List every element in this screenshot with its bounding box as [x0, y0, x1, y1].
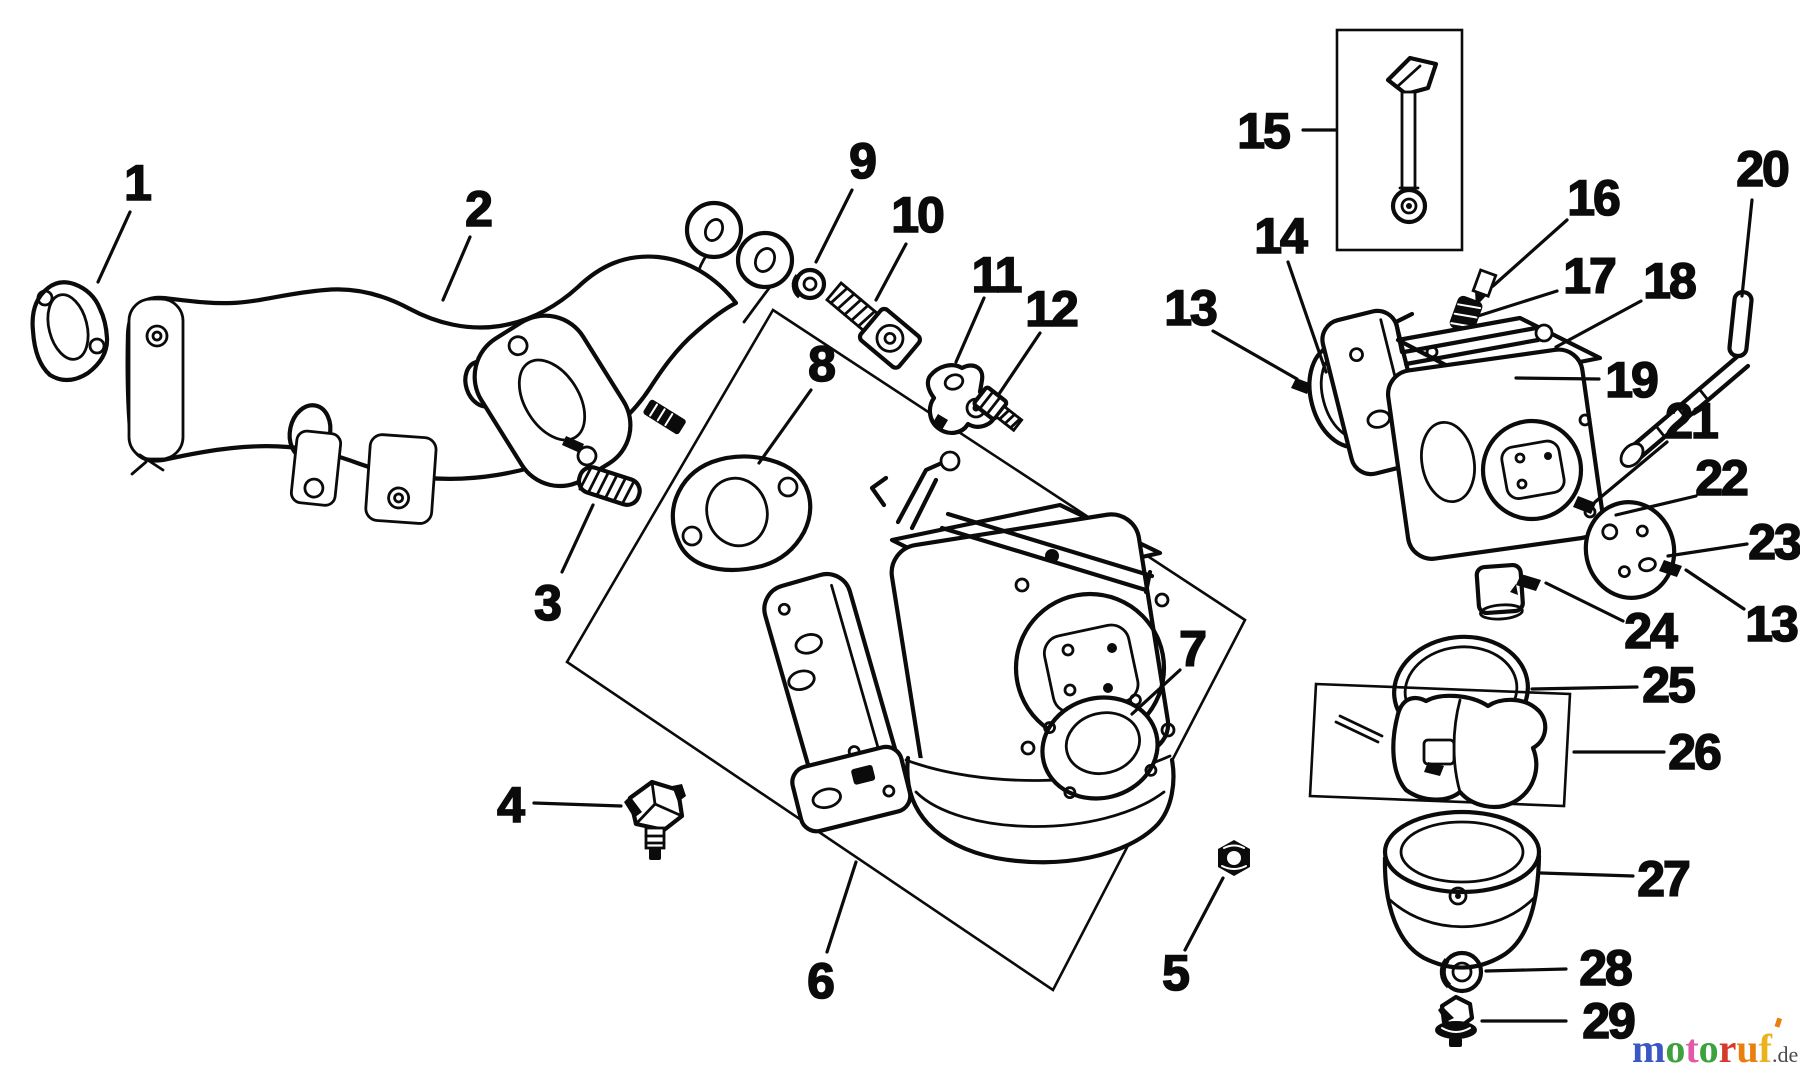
callout-19: 19 — [1605, 352, 1657, 408]
callout-22: 22 — [1695, 450, 1747, 506]
logo-text: motoruf.de — [1632, 1026, 1798, 1071]
part-carburetor-main-6 — [762, 450, 1176, 865]
carb-right-lever — [1393, 311, 1541, 367]
logo-letter-m: m — [1632, 1026, 1665, 1071]
manifold-stud — [643, 399, 686, 435]
part-screw-13-left — [1291, 378, 1312, 394]
needle-box-15 — [1335, 28, 1464, 252]
manifold-bracket-tab-a — [289, 429, 343, 507]
callout-2: 2 — [465, 181, 491, 237]
logo-suffix: .de — [1772, 1042, 1798, 1067]
part-screw-12 — [972, 385, 1024, 433]
part-manifold-2 — [125, 200, 795, 525]
carb-right-stub — [1474, 562, 1525, 621]
callout-13-left: 13 — [1164, 280, 1216, 336]
callout-24: 24 — [1624, 603, 1678, 659]
callout-17: 17 — [1563, 248, 1615, 304]
part-screw-13-right — [1659, 560, 1682, 577]
manifold-bracket-tab-b — [364, 433, 438, 525]
callout-5: 5 — [1162, 945, 1189, 1001]
logo-letter-r: r — [1719, 1026, 1737, 1071]
part-gasket-8 — [670, 454, 813, 573]
part-stud-3 — [576, 465, 642, 507]
carb-right-body — [1385, 347, 1605, 561]
part-choke-lever-20 — [1619, 290, 1754, 468]
callout-18: 18 — [1643, 253, 1696, 309]
carb-main-link-bar — [939, 511, 1155, 595]
callout-26: 26 — [1668, 724, 1720, 780]
callout-15: 15 — [1237, 103, 1290, 159]
carb-main-lever — [869, 459, 947, 531]
part-screw-10 — [824, 281, 923, 370]
logo-letter-u: u — [1736, 1026, 1758, 1071]
callout-27: 27 — [1637, 851, 1689, 907]
part-fuel-bowl-27 — [1382, 809, 1542, 970]
callout-7: 7 — [1179, 621, 1205, 677]
callout-28: 28 — [1579, 940, 1632, 996]
part-bolt-4 — [624, 779, 686, 860]
callout-13-right: 13 — [1745, 596, 1797, 652]
logo-letter-o2: o — [1699, 1026, 1719, 1071]
callout-10: 10 — [891, 187, 943, 243]
part-washer-28 — [1439, 950, 1484, 994]
part-cover-plate-23 — [1583, 500, 1677, 600]
part-float-26 — [1308, 682, 1572, 810]
leader-lines — [96, 128, 1754, 1023]
part-gasket-1 — [30, 280, 110, 383]
callout-4: 4 — [497, 777, 525, 833]
carb-right-bore — [1480, 418, 1584, 522]
part-nut-5 — [1218, 840, 1250, 876]
callout-11: 11 — [972, 247, 1022, 303]
part-screw-21 — [1573, 496, 1596, 514]
logo-letter-t: t — [1685, 1026, 1699, 1071]
motoruf-logo: motoruf.de — [1632, 1017, 1798, 1071]
callout-20: 20 — [1736, 141, 1788, 197]
manifold-clip — [562, 436, 584, 453]
callout-23: 23 — [1748, 514, 1800, 570]
callout-21: 21 — [1665, 393, 1718, 449]
callout-3: 3 — [534, 575, 560, 631]
callout-12: 12 — [1025, 281, 1077, 337]
callout-16: 16 — [1567, 170, 1619, 226]
part-screw-24 — [1510, 574, 1541, 595]
part-carburetor-right — [1291, 268, 1682, 621]
callout-1: 1 — [124, 155, 151, 211]
callout-6: 6 — [807, 953, 833, 1009]
callout-14: 14 — [1254, 208, 1308, 264]
manifold-left-flange — [127, 297, 185, 476]
logo-letter-f: f — [1759, 1026, 1773, 1071]
part-gasket-7 — [1040, 693, 1160, 801]
logo-accent-mark — [1774, 1017, 1783, 1028]
part-washer-9 — [791, 267, 827, 301]
callout-9: 9 — [849, 133, 875, 189]
callout-25: 25 — [1642, 657, 1695, 713]
carb-main-inlet — [790, 744, 913, 834]
callout-8: 8 — [808, 336, 835, 392]
callout-29: 29 — [1582, 993, 1634, 1049]
logo-letter-o1: o — [1665, 1026, 1685, 1071]
part-bolt-29 — [1435, 994, 1477, 1047]
callout-labels: 1 2 3 4 5 6 7 8 9 10 11 12 13 14 15 16 1… — [123, 102, 1800, 1050]
